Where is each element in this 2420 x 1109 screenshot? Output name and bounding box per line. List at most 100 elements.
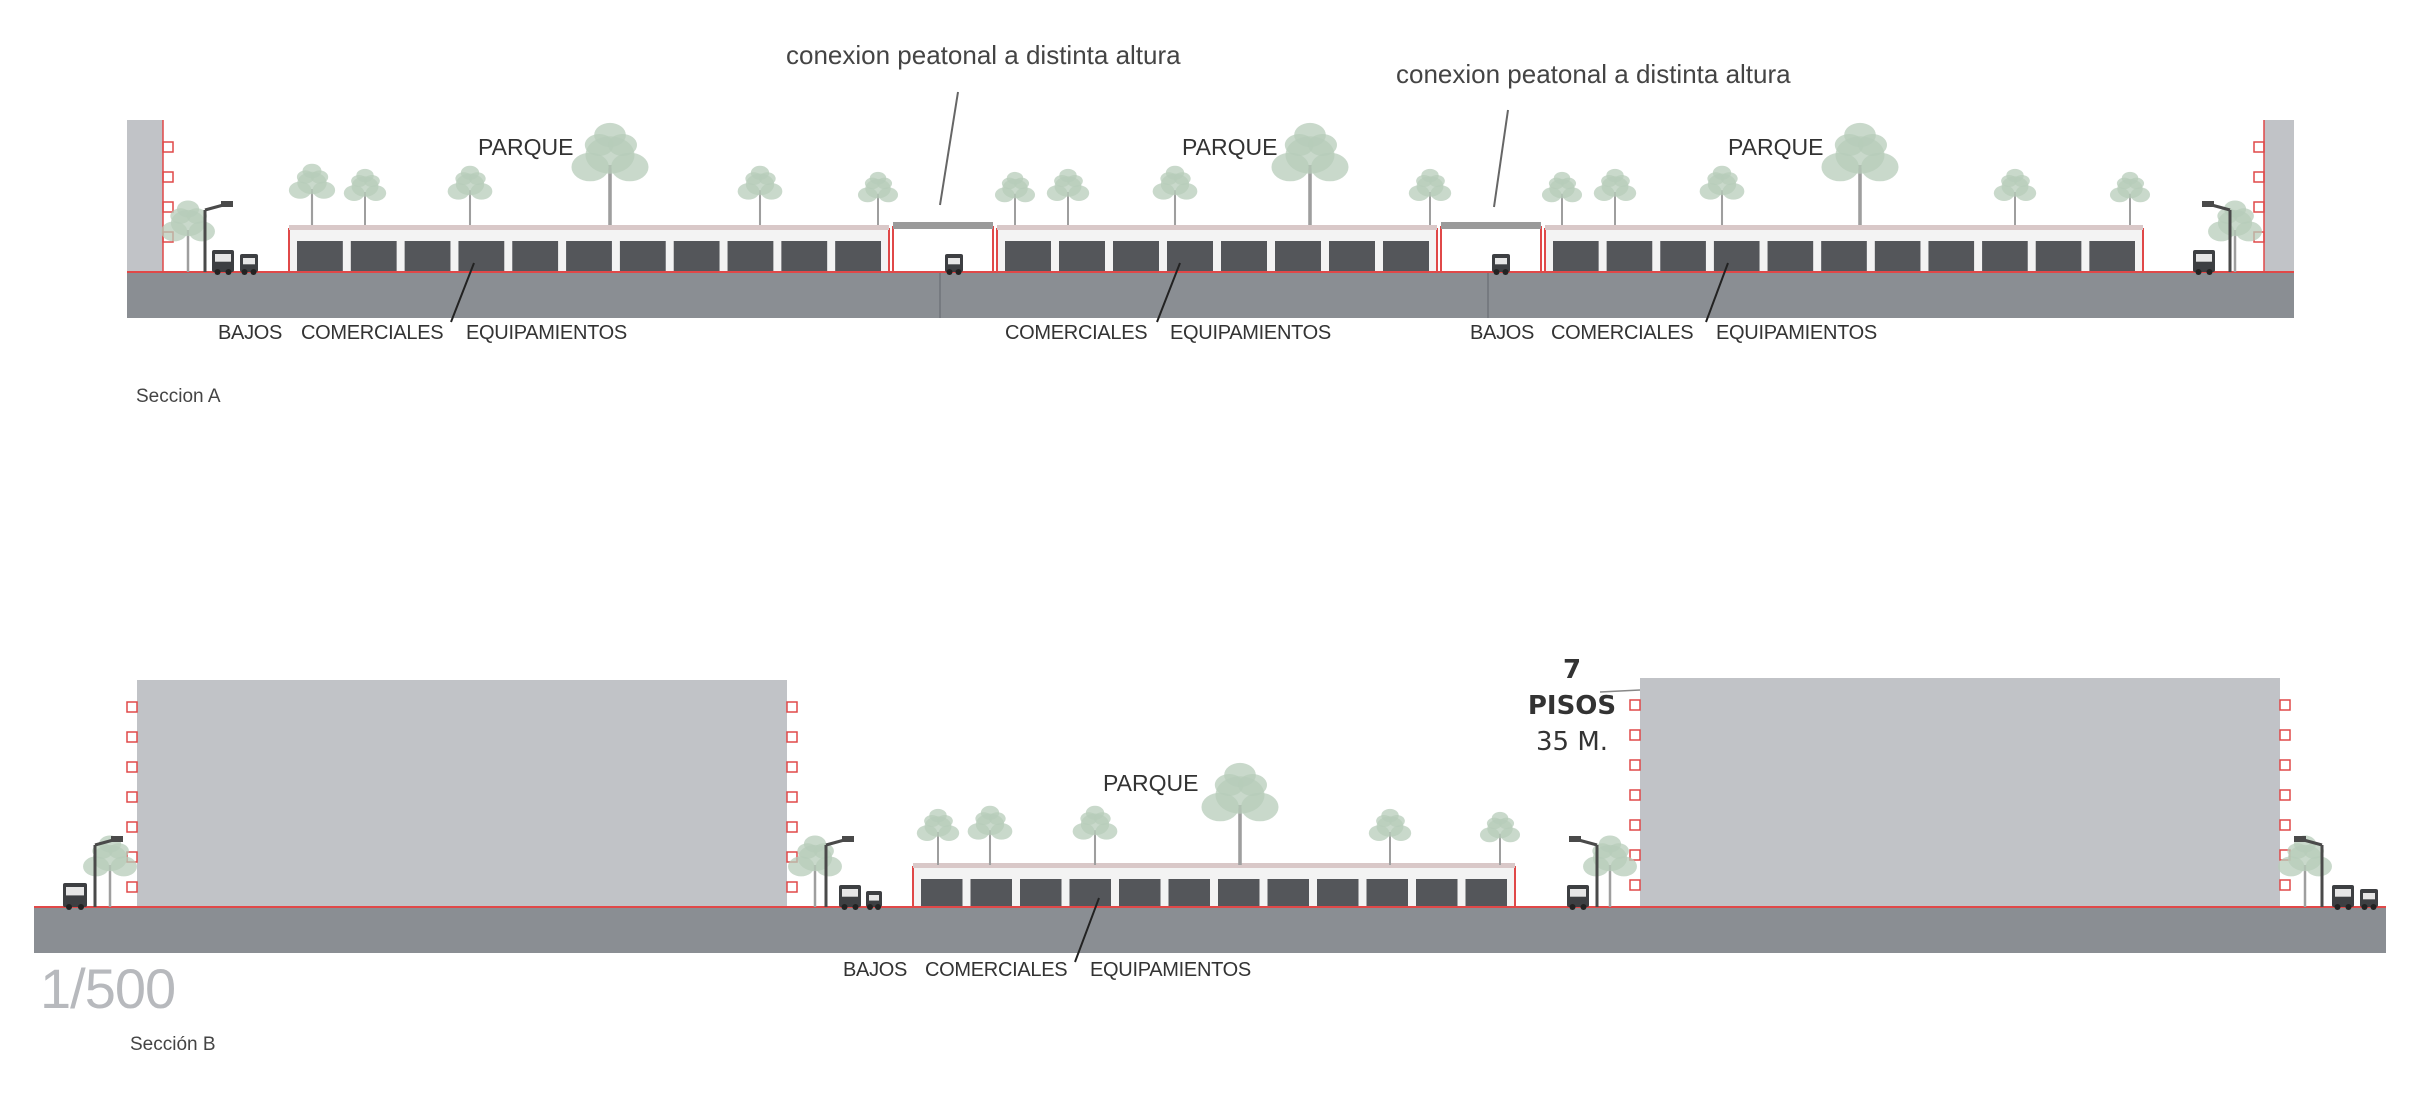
section-a-block-1-unit <box>727 241 774 272</box>
section-a-tree <box>1821 122 1899 225</box>
section-a-tree-foliage <box>455 172 473 185</box>
section-b-right-tower-balcony <box>1629 699 1641 711</box>
section-a-block-3-unit <box>1553 241 1599 272</box>
section-a-block-1-unit <box>781 241 828 272</box>
section-a-tree-foliage <box>312 181 336 199</box>
section-a-tree <box>1046 168 1090 225</box>
section-a-vehicle-window <box>243 258 255 265</box>
section-b-block-unit <box>1020 879 1062 907</box>
section-b-block-unit <box>1465 879 1507 907</box>
section-a-tree-foliage <box>1861 152 1899 182</box>
section-b-street-tree-foliage <box>108 843 129 859</box>
section-a-tree <box>1152 165 1198 225</box>
section-b-right-tower-balcony <box>2279 729 2291 741</box>
section-b-street-tree <box>788 835 842 907</box>
section-b-tree-foliage <box>1214 774 1244 796</box>
section-b-tree <box>916 808 960 865</box>
section-b-left-tower-balcony <box>786 701 798 713</box>
ground-label-a3-bajos: BAJOS <box>1470 322 1535 344</box>
section-b-tree-foliage <box>1072 823 1095 840</box>
section-a-vehicle-wheel <box>250 269 257 275</box>
section-b-tree <box>1479 811 1521 865</box>
section-a-tree-foliage <box>1271 152 1309 182</box>
section-a-street-tree-foliage <box>161 221 188 242</box>
section-a-tree <box>1699 165 1745 225</box>
section-a-tree-foliage <box>1858 134 1887 156</box>
section-a-tree-foliage <box>608 134 637 156</box>
section-b-tree-foliage <box>990 823 1013 840</box>
section-b-street-tree-foliage <box>110 856 137 877</box>
section-a-block-2-unit <box>1221 241 1267 272</box>
section-b-street-tree-foliage <box>2287 843 2308 859</box>
section-a-tree-foliage <box>310 170 329 184</box>
section-a-tree-foliage <box>1311 152 1349 182</box>
section-a-tree <box>857 171 899 225</box>
section-b-street-tree-foliage <box>797 843 818 859</box>
section-a-tree-foliage <box>1175 183 1198 200</box>
section-b-vehicle-window <box>66 887 84 896</box>
section-b-right-tower-balcony <box>2279 819 2291 831</box>
section-a-block-2-unit <box>1329 241 1375 272</box>
section-a-right-building-balcony <box>2253 201 2265 213</box>
building-height-label: 7 PISOS 35 M. <box>1516 652 1628 760</box>
section-a-block-3-unit <box>1982 241 2028 272</box>
section-b-tree-foliage <box>938 825 960 841</box>
section-a-tree-foliage <box>857 187 878 203</box>
section-a-vehicle-window <box>215 254 231 262</box>
section-a-tree-foliage <box>2001 174 2017 188</box>
section-a-street-tree-foliage <box>2235 221 2262 242</box>
section-b-block-roof <box>913 863 1515 868</box>
section-a-tree-foliage <box>1834 134 1864 156</box>
section-b-street-tree-foliage <box>813 843 834 859</box>
connector-label-1: conexion peatonal a distinta altura <box>786 40 1181 70</box>
section-a-left-building-balcony <box>162 171 174 183</box>
section-a-block-3-unit <box>1767 241 1814 272</box>
section-a-tree-foliage <box>1015 187 1036 203</box>
section-b-right-tower-balcony <box>2279 789 2291 801</box>
section-b-right-tower-balcony <box>2279 759 2291 771</box>
section-b-block-unit <box>1218 879 1260 907</box>
section-a-tree-foliage <box>470 183 493 200</box>
section-a-tree-foliage <box>758 172 776 185</box>
ground-leader-b <box>1074 897 1100 963</box>
section-b-block-unit <box>1366 879 1408 907</box>
section-b-street-tree <box>83 835 137 907</box>
section-b-left-tower-balcony <box>126 731 138 743</box>
section-b-right-tower-balcony <box>1629 789 1641 801</box>
section-b-right-tower <box>1640 678 2280 907</box>
section-a-vehicle-wheel <box>2206 269 2213 275</box>
section-a-tree-foliage <box>760 183 783 200</box>
ground-label-a2-equipamientos: EQUIPAMIENTOS <box>1170 322 1331 344</box>
section-b-lamp-head <box>2294 836 2306 842</box>
section-a-tree-foliage <box>2015 185 2037 201</box>
section-b-lamp-head <box>842 836 854 842</box>
section-b-street-tree-foliage <box>92 843 113 859</box>
section-a-block-2-unit <box>1113 241 1159 272</box>
section-a-tree-foliage <box>296 170 315 184</box>
section-b-block-unit <box>1168 879 1210 907</box>
section-b-block-unit <box>1317 879 1359 907</box>
section-a-vehicle-wheel <box>225 269 232 275</box>
section-a-block-3-unit <box>1928 241 1975 272</box>
section-a-tree-foliage <box>1152 183 1175 200</box>
scale-label: 1/500 <box>40 957 176 1020</box>
section-a-vehicle-wheel <box>214 269 221 275</box>
section-a-tree-foliage <box>737 183 760 200</box>
section-a-vehicle-wheel <box>1493 269 1500 275</box>
section-b-tree <box>1368 808 1412 865</box>
section-a-tree <box>1993 168 2037 225</box>
section-b-street-tree-foliage <box>815 856 842 877</box>
section-b-street-tree <box>2278 835 2332 907</box>
section-a-street-tree-foliage <box>186 208 207 224</box>
section-a-right-building-balcony <box>2253 141 2265 153</box>
section-b-tree-foliage <box>988 812 1006 825</box>
section-a-tree-foliage <box>1601 174 1617 188</box>
section-a-tree-foliage <box>1593 185 1615 201</box>
section-a-block-3-unit <box>1874 241 1921 272</box>
section-b-tree-foliage <box>1500 827 1521 843</box>
section-a-vehicle-wheel <box>1502 269 1509 275</box>
section-b-left-tower-balcony <box>126 821 138 833</box>
section-b-vehicle-wheel <box>2370 904 2377 910</box>
section-a-tree-foliage <box>611 152 649 182</box>
section-a-block-1-unit <box>404 241 451 272</box>
